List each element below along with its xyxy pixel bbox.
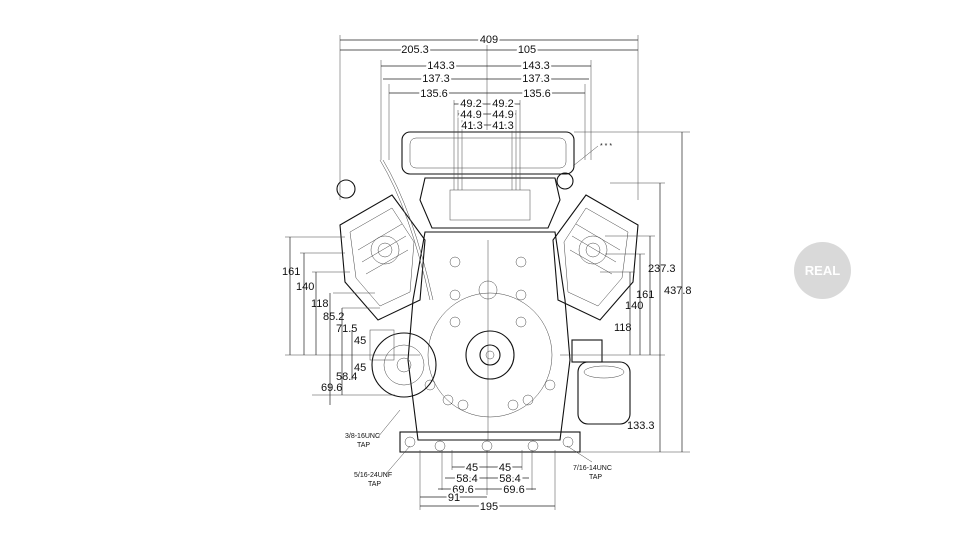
dim-right-437-8: 437.8 (664, 285, 692, 297)
dim-right-133-3: 133.3 (627, 420, 655, 432)
dim-right-137: 137.3 (522, 73, 550, 85)
dim-left-135: 135.6 (420, 88, 448, 100)
tap-note-7-16: 7/16-14UNC (573, 465, 612, 472)
tap-note-3-8: 3/8-16UNC (345, 433, 380, 440)
dim-overall-width: 409 (480, 34, 498, 46)
dim-right-49-2: 49.2 (492, 98, 513, 110)
tap-note-5-16: 5/16-24UNF (354, 472, 392, 479)
tap-note-7-16-tap: TAP (589, 474, 602, 481)
dim-bottom-left-45: 45 (466, 462, 478, 474)
dim-left-205: 205.3 (401, 44, 429, 56)
real-badge: REAL (794, 242, 851, 299)
dim-bottom-left-69-6: 69.6 (452, 484, 473, 496)
dim-right-143: 143.3 (522, 60, 550, 72)
right-dimensions: 437.8 237.3 161 140 118 133.3 (560, 131, 692, 453)
dim-bottom-right-58-4: 58.4 (499, 473, 520, 485)
dim-right-140: 140 (625, 300, 643, 312)
dim-left-118: 118 (311, 298, 329, 310)
dim-left-85-2: 85.2 (323, 311, 344, 323)
engine-outline: * * * (336, 131, 639, 453)
top-right-note: * * * (600, 143, 612, 150)
dim-bottom-195: 195 (480, 501, 498, 513)
dim-left-45-upper: 45 (354, 335, 366, 347)
dim-right-135: 135.6 (523, 88, 551, 100)
tap-note-3-8-tap: TAP (357, 442, 370, 449)
dim-left-41-3: 41.3 (461, 120, 482, 132)
dim-left-69-6: 69.6 (321, 382, 342, 394)
tap-notes: 3/8-16UNC TAP 5/16-24UNF TAP 7/16-14UNC … (345, 409, 612, 488)
dim-right-118: 118 (614, 322, 632, 334)
tap-note-5-16-tap: TAP (368, 481, 381, 488)
dim-bottom-91: 91 (448, 492, 460, 504)
dim-right-41-3: 41.3 (492, 120, 513, 132)
dim-left-49-2: 49.2 (460, 98, 481, 110)
dim-left-161: 161 (282, 266, 300, 278)
dim-left-137: 137.3 (422, 73, 450, 85)
dim-right-161: 161 (636, 289, 654, 301)
dim-left-45-lower: 45 (354, 362, 366, 374)
dim-bottom-left-58-4: 58.4 (456, 473, 477, 485)
dim-left-58-4: 58.4 (336, 371, 357, 383)
dim-left-143: 143.3 (427, 60, 455, 72)
dim-bottom-right-69-6: 69.6 (503, 484, 524, 496)
dim-right-44-9: 44.9 (492, 109, 513, 121)
dim-right-105: 105 (518, 44, 536, 56)
top-dimensions: 409 205.3 105 143.3 143.3 137.3 137.3 13… (339, 32, 639, 200)
dim-left-71-5: 71.5 (336, 323, 357, 335)
bottom-dimensions: 45 45 58.4 58.4 69.6 69.6 91 195 (419, 450, 556, 515)
dim-left-44-9: 44.9 (460, 109, 481, 121)
dim-left-140: 140 (296, 281, 314, 293)
dim-right-237-3: 237.3 (648, 263, 676, 275)
left-dimensions: 161 140 118 85.2 71.5 45 45 58.4 69.6 (282, 236, 420, 405)
dim-bottom-right-45: 45 (499, 462, 511, 474)
